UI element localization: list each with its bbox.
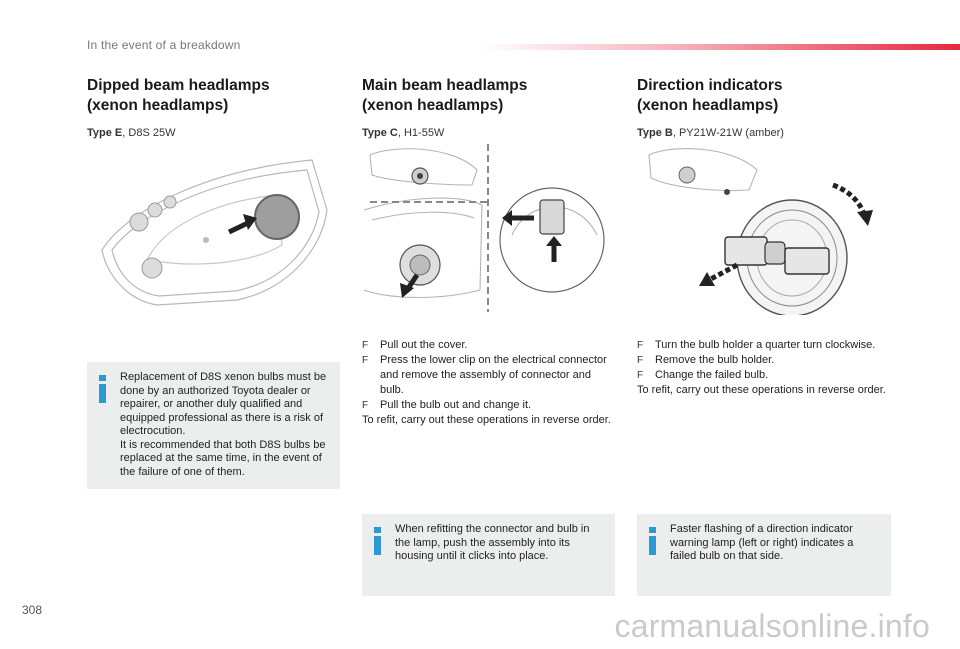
section-title: Dipped beam headlamps (xenon headlamps) bbox=[87, 77, 270, 114]
section-title: Direction indicators (xenon headlamps) bbox=[637, 77, 783, 114]
section-dipped-beam: Dipped beam headlamps (xenon headlamps) … bbox=[87, 76, 342, 139]
refit-instruction: To refit, carry out these operations in … bbox=[637, 384, 886, 396]
header-accent-bar bbox=[480, 44, 960, 50]
main-beam-illustration bbox=[362, 140, 617, 315]
watermark: carmanualsonline.info bbox=[614, 608, 930, 644]
note-paragraph: Faster flashing of a direction indicator… bbox=[670, 523, 854, 562]
info-icon bbox=[99, 375, 107, 403]
arrow-icon bbox=[227, 214, 257, 235]
note-paragraph: Replacement of D8S xenon bulbs must be d… bbox=[120, 371, 327, 437]
bulb-type: Type C, H1-55W bbox=[362, 127, 445, 139]
info-note-refitting: When refitting the connector and bulb in… bbox=[362, 514, 615, 596]
bulb-type: Type B, PY21W-21W (amber) bbox=[637, 127, 784, 139]
info-icon bbox=[374, 527, 382, 555]
section-title: Main beam headlamps (xenon headlamps) bbox=[362, 77, 528, 114]
refit-instruction: To refit, carry out these operations in … bbox=[362, 414, 611, 426]
arrow-icon bbox=[502, 210, 562, 262]
section-main-beam: Main beam headlamps (xenon headlamps) Ty… bbox=[362, 76, 617, 139]
arrow-icon bbox=[832, 182, 873, 226]
section-direction-indicators: Direction indicators (xenon headlamps) T… bbox=[637, 76, 892, 139]
direction-indicator-illustration bbox=[637, 140, 892, 317]
dipped-beam-illustration bbox=[87, 140, 342, 315]
info-icon bbox=[649, 527, 657, 555]
page-number: 308 bbox=[22, 603, 43, 617]
info-note-flashing: Faster flashing of a direction indicator… bbox=[637, 514, 891, 596]
note-paragraph: When refitting the connector and bulb in… bbox=[395, 523, 590, 562]
arrow-icon bbox=[400, 273, 420, 298]
bulb-type: Type E, D8S 25W bbox=[87, 127, 176, 139]
info-note-d8s: Replacement of D8S xenon bulbs must be d… bbox=[87, 362, 340, 489]
running-header: In the event of a breakdown bbox=[87, 38, 241, 52]
note-paragraph: It is recommended that both D8S bulbs be… bbox=[120, 438, 326, 478]
arrow-icon bbox=[699, 262, 739, 286]
